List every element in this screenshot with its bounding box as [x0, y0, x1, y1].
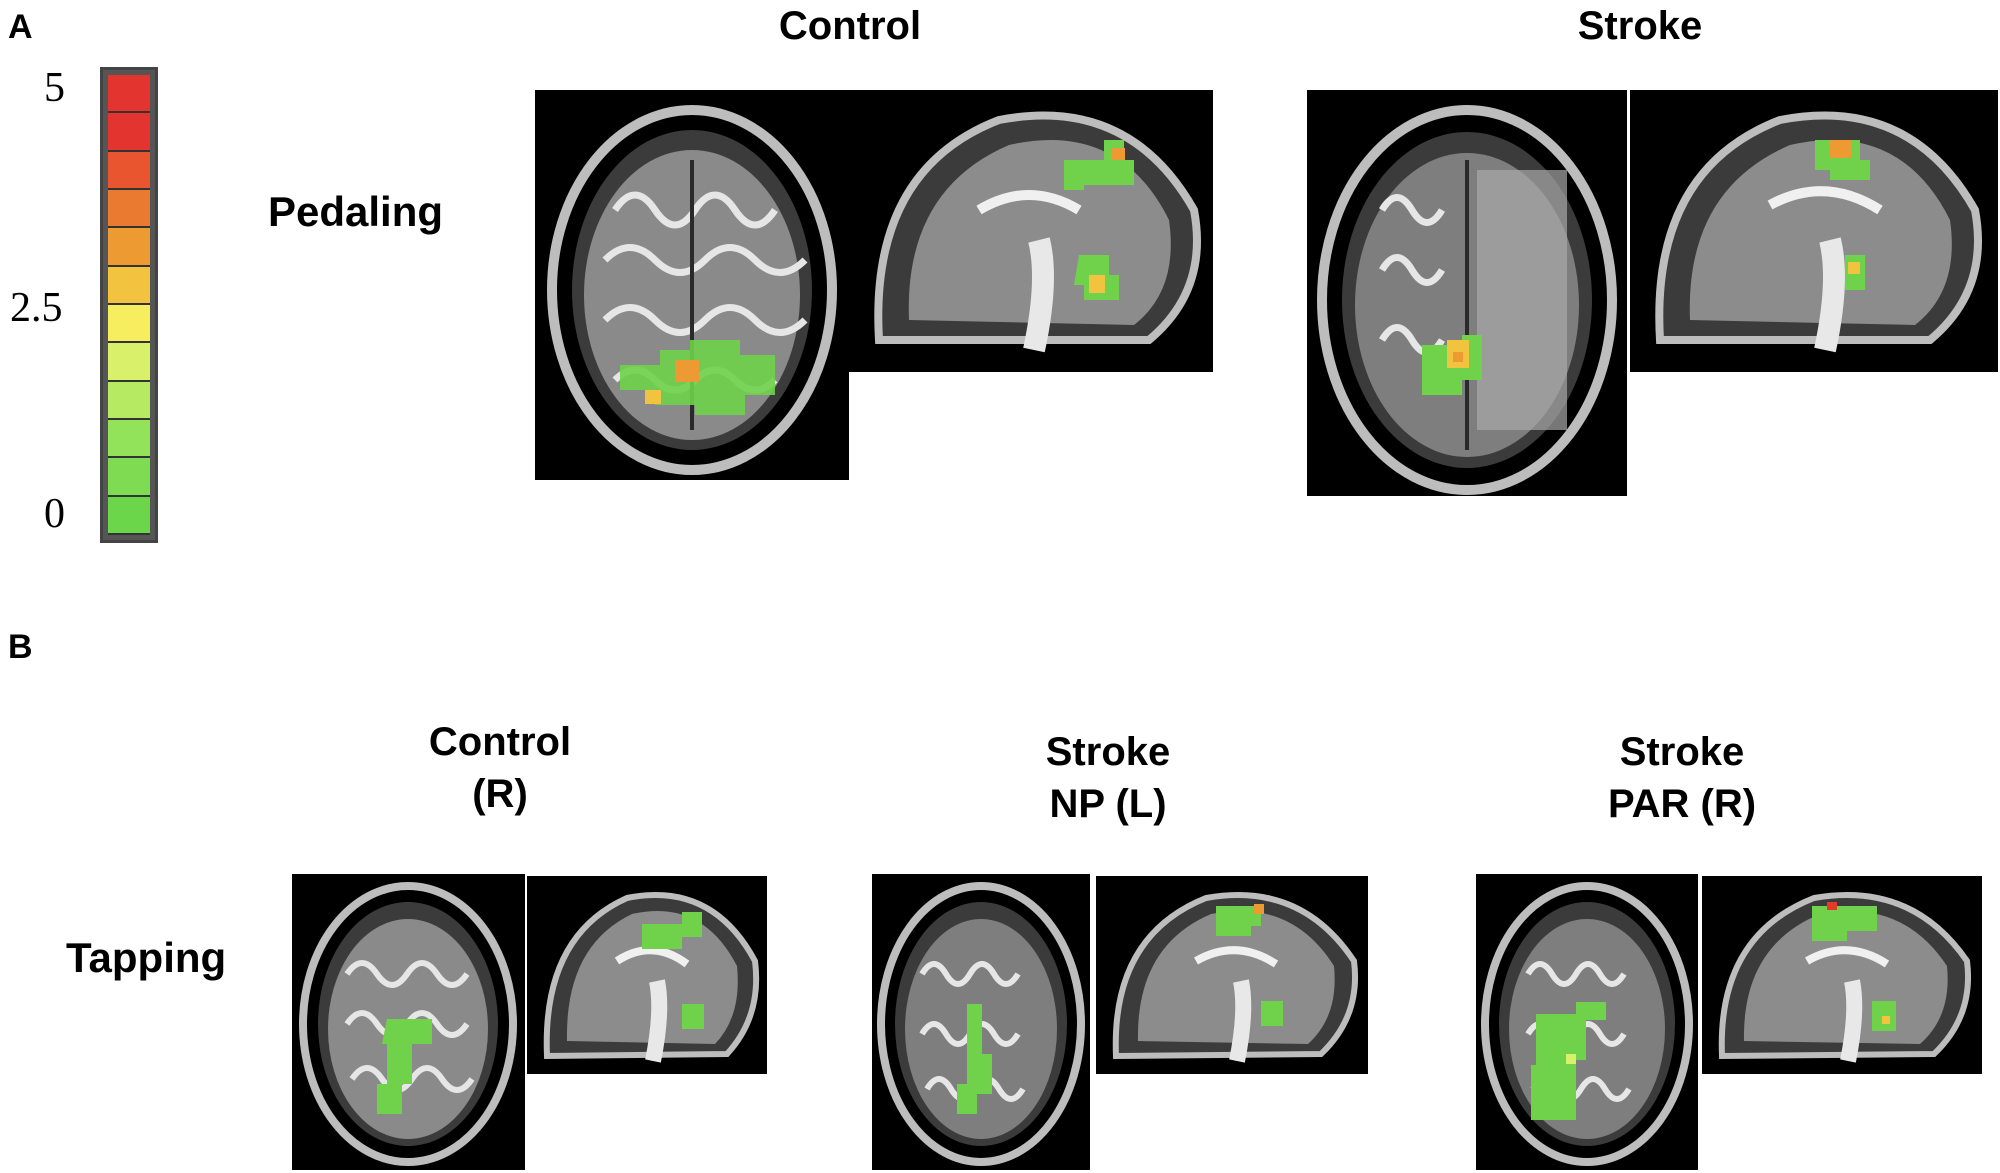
panel-b-header-stroke-np: Stroke NP (L) [958, 726, 1258, 830]
colorbar-segment [108, 113, 150, 152]
stroke-par-tapping-sagittal-scan [1702, 876, 1982, 1074]
stroke-np-tapping-sagittal-scan [1096, 876, 1368, 1074]
colorbar-segment [108, 381, 150, 420]
panel-b-header-stroke-np-line2: NP (L) [1049, 782, 1167, 826]
stroke-pedaling-sagittal-scan [1630, 90, 1998, 372]
panel-b-header-stroke-par-line1: Stroke [1619, 730, 1745, 774]
control-pedaling-axial-scan [535, 90, 849, 480]
row-label-tapping: Tapping [66, 934, 227, 981]
stroke-pedaling-axial-scan [1307, 90, 1627, 496]
colorbar-segment [108, 75, 150, 114]
panel-b-header-stroke-par: Stroke PAR (R) [1532, 726, 1832, 830]
row-label-pedaling: Pedaling [268, 188, 444, 235]
panel-a-letter: A [8, 8, 33, 46]
stroke-par-tapping-axial-scan [1476, 874, 1698, 1170]
colorbar-segment [108, 190, 150, 229]
colorbar-segment [108, 343, 150, 382]
colorbar-segment [108, 151, 150, 190]
colorbar-tick-min: 0 [44, 491, 65, 537]
stroke-np-tapping-axial-scan [872, 874, 1090, 1170]
colorbar [100, 67, 158, 543]
panel-b-header-stroke-np-line1: Stroke [1045, 730, 1171, 774]
panel-b-header-stroke-par-line2: PAR (R) [1607, 782, 1757, 826]
colorbar-segment [108, 496, 150, 535]
colorbar-segment [108, 228, 150, 267]
panel-b-header-control-line2: (R) [472, 772, 528, 816]
colorbar-segment [108, 266, 150, 305]
panel-b-letter: B [8, 628, 33, 666]
colorbar-segment [108, 305, 150, 344]
panel-a-header-control: Control [778, 4, 922, 48]
panel-a-header-stroke: Stroke [1577, 4, 1703, 48]
panel-b-header-control: Control (R) [350, 716, 650, 820]
control-pedaling-sagittal-scan [849, 90, 1213, 372]
panel-b-header-control-line1: Control [428, 720, 572, 764]
control-tapping-sagittal-scan [527, 876, 767, 1074]
control-tapping-axial-scan [292, 874, 525, 1170]
colorbar-segment [108, 420, 150, 459]
colorbar-segment [108, 458, 150, 497]
colorbar-tick-max: 5 [44, 65, 65, 111]
colorbar-tick-mid: 2.5 [10, 285, 63, 331]
